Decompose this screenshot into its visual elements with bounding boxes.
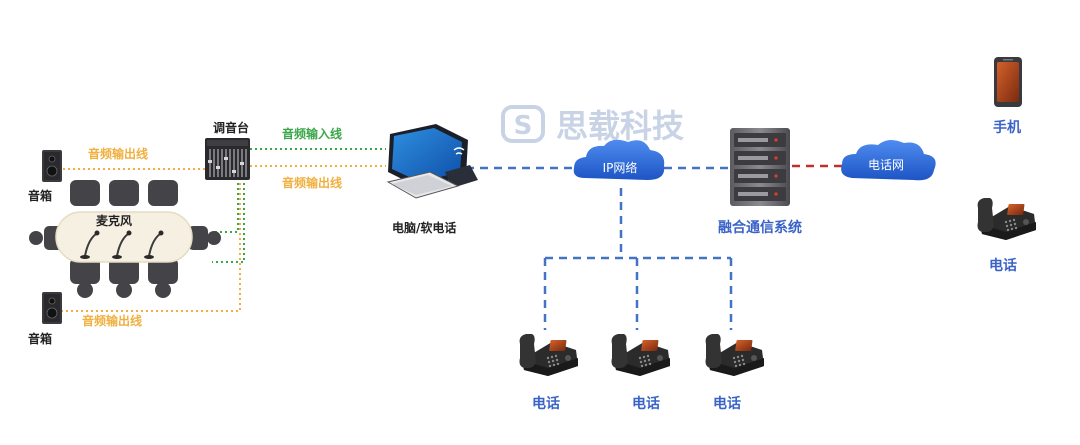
desk-phone-3-icon (705, 334, 764, 376)
mixer-label: 调音台 (213, 120, 249, 135)
phone-right-label: 电话 (989, 257, 1017, 274)
speaker-bottom-icon (41, 291, 63, 325)
watermark-glyph: S (514, 111, 533, 141)
ip-network-cloud (573, 139, 665, 180)
conference-table (29, 180, 221, 298)
speaker-bottom-label: 音箱 (28, 331, 52, 346)
server-icon (730, 128, 790, 206)
mixer-icon (205, 138, 250, 180)
phone-2-label: 电话 (632, 395, 660, 412)
mic-line-2 (212, 178, 245, 263)
mic-line-1 (212, 178, 239, 233)
audio-output-top-label: 音频输出线 (88, 146, 148, 161)
speaker-top-icon (41, 149, 63, 183)
watermark-logo: S 思载科技 (501, 105, 684, 145)
speaker-top-label: 音箱 (28, 188, 52, 203)
computer-icon (386, 124, 478, 199)
phone-1-label: 电话 (532, 395, 560, 412)
watermark-text: 思载科技 (556, 107, 684, 145)
network-lines (466, 166, 733, 330)
audio-input-label: 音频输入线 (282, 126, 342, 141)
phone-network-label: 电话网 (868, 158, 904, 172)
mobile-label: 手机 (993, 119, 1021, 136)
desk-phone-right-icon (977, 198, 1036, 240)
ip-network-label: IP网络 (603, 160, 638, 175)
unified-comm-label: 融合通信系统 (718, 219, 802, 236)
audio-output-bottom-line (62, 178, 241, 312)
audio-lines (62, 148, 386, 312)
desk-phone-1-icon (519, 334, 578, 376)
audio-output-bottom-label: 音频输出线 (82, 313, 142, 328)
microphone-label: 麦克风 (96, 213, 132, 228)
computer-label: 电脑/软电话 (392, 220, 456, 235)
phone-network-cloud (841, 139, 936, 181)
desk-phone-2-icon (611, 334, 670, 376)
phone-3-label: 电话 (713, 395, 741, 412)
audio-output-mid-label: 音频输出线 (282, 175, 342, 190)
microphones (84, 233, 161, 257)
mobile-phone-icon (994, 57, 1022, 107)
